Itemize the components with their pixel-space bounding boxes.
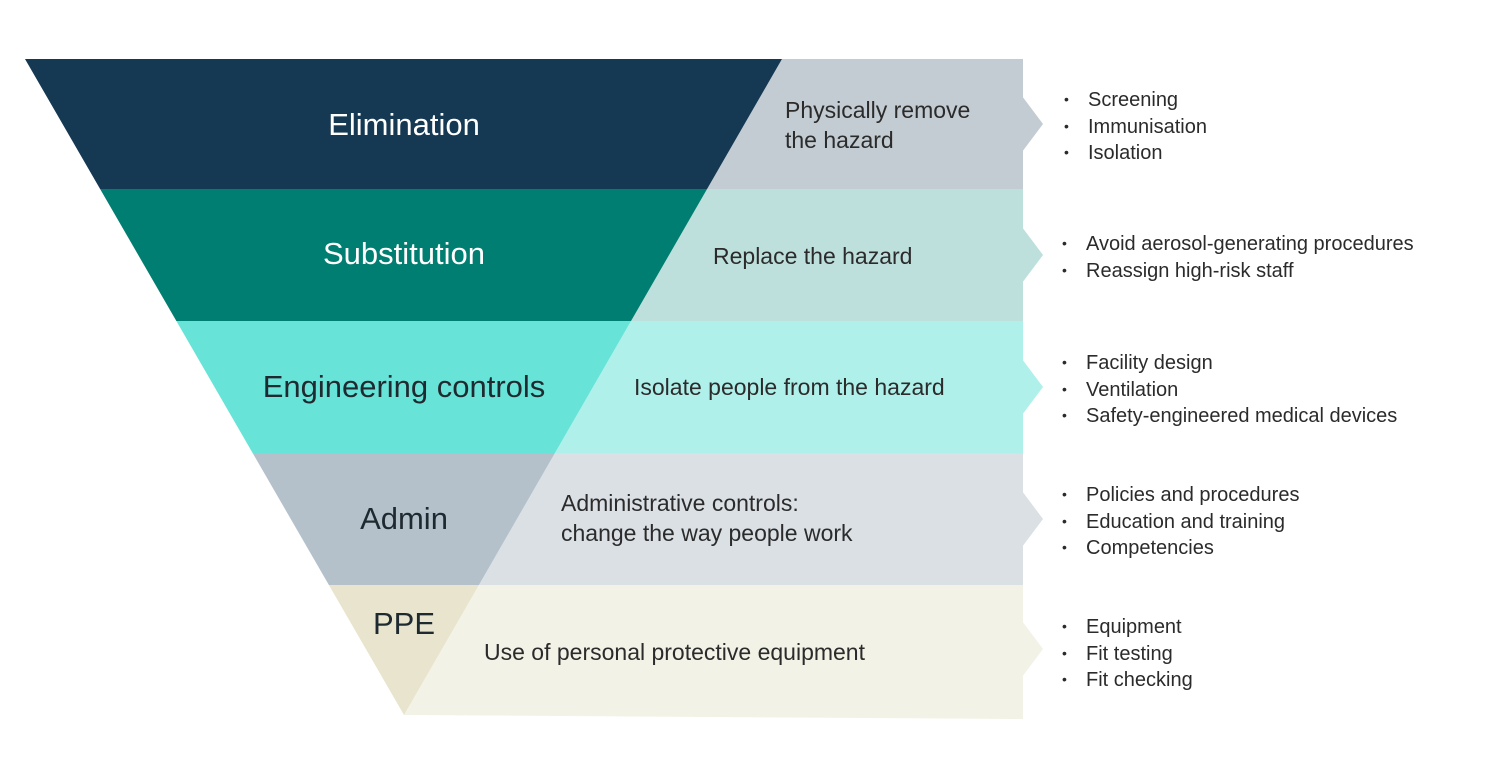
bullet-icon: •	[1062, 512, 1067, 529]
tier-pointer-elimination	[1022, 96, 1043, 152]
tier-panel-substitution	[631, 189, 1023, 321]
example-text: Equipment	[1086, 616, 1182, 638]
example-text: Policies and procedures	[1086, 484, 1300, 506]
tier-description-engineering-controls: Isolate people from the hazard	[634, 374, 945, 400]
examples-list-elimination: • Screening • Immunisation • Isolation	[1064, 87, 1207, 167]
example-text: Isolation	[1088, 142, 1163, 164]
tier-name-substitution: Substitution	[323, 236, 485, 271]
list-item: • Policies and procedures	[1062, 482, 1299, 509]
example-text: Facility design	[1086, 352, 1213, 374]
example-text: Fit testing	[1086, 642, 1173, 665]
list-item: • Screening	[1064, 87, 1207, 114]
bullet-icon: •	[1062, 618, 1067, 634]
tier-name-admin: Admin	[360, 501, 448, 536]
list-item: • Reassign high-risk staff	[1062, 258, 1414, 285]
example-text: Competencies	[1086, 537, 1214, 559]
example-text: Education and training	[1086, 510, 1286, 533]
example-text: Immunisation	[1088, 115, 1207, 138]
tier-panel-ppe	[404, 585, 1023, 719]
tier-pointer-engineering-controls	[1022, 359, 1043, 415]
examples-list-ppe: • Equipment • Fit testing • Fit checking	[1062, 614, 1193, 694]
tier-pointer-substitution	[1022, 227, 1043, 283]
tier-description-admin: Administrative controls:	[561, 490, 799, 516]
tier-description-admin: change the way people work	[561, 520, 853, 546]
tier-segment-ppe	[328, 585, 479, 715]
example-text: Fit checking	[1086, 669, 1193, 691]
tier-segment-substitution	[100, 189, 708, 321]
example-text: Ventilation	[1086, 378, 1179, 401]
bullet-icon: •	[1064, 117, 1069, 134]
bullet-icon: •	[1062, 539, 1067, 555]
example-text: Safety-engineered medical devices	[1086, 405, 1398, 427]
tier-description-substitution: Replace the hazard	[713, 243, 912, 269]
list-item: • Equipment	[1062, 614, 1193, 641]
tier-name-elimination: Elimination	[328, 107, 480, 142]
list-item: • Fit checking	[1062, 667, 1193, 694]
list-item: • Isolation	[1064, 140, 1207, 167]
list-item: • Education and training	[1062, 509, 1299, 536]
list-item: • Ventilation	[1062, 377, 1397, 404]
example-text: Reassign high-risk staff	[1086, 259, 1294, 282]
tier-description-elimination: Physically remove	[785, 97, 970, 123]
tier-description-ppe: Use of personal protective equipment	[484, 639, 866, 665]
bullet-icon: •	[1062, 354, 1067, 370]
bullet-icon: •	[1062, 486, 1067, 502]
example-text: Avoid aerosol-generating procedures	[1086, 233, 1414, 255]
tier-description-elimination: the hazard	[785, 127, 894, 153]
example-text: Screening	[1088, 89, 1179, 111]
list-item: • Facility design	[1062, 350, 1397, 377]
list-item: • Immunisation	[1064, 114, 1207, 141]
tier-name-ppe: PPE	[373, 606, 435, 641]
bullet-icon: •	[1064, 91, 1069, 107]
bullet-icon: •	[1064, 144, 1069, 160]
bullet-icon: •	[1062, 380, 1067, 397]
tier-segment-engineering-controls	[176, 321, 632, 453]
tier-segment-elimination	[25, 59, 782, 189]
tier-panel-admin	[478, 453, 1023, 585]
list-item: • Fit testing	[1062, 641, 1193, 668]
list-item: • Avoid aerosol-generating procedures	[1062, 231, 1414, 258]
examples-list-substitution: • Avoid aerosol-generating procedures • Rea…	[1062, 231, 1414, 284]
examples-list-engineering-controls: • Facility design • Ventilation • Safety-engi…	[1062, 350, 1397, 430]
tier-pointer-ppe	[1022, 621, 1043, 677]
tier-pointer-admin	[1022, 491, 1043, 547]
list-item: • Safety-engineered medical devices	[1062, 403, 1397, 430]
bullet-icon: •	[1062, 671, 1067, 687]
bullet-icon: •	[1062, 407, 1067, 423]
examples-list-admin: • Policies and procedures • Education and t…	[1062, 482, 1299, 562]
tier-panel-elimination	[707, 59, 1023, 189]
bullet-icon: •	[1062, 235, 1067, 251]
list-item: • Competencies	[1062, 535, 1299, 562]
tier-panel-engineering-controls	[554, 321, 1023, 453]
bullet-icon: •	[1062, 261, 1067, 278]
tier-name-engineering-controls: Engineering controls	[263, 369, 546, 404]
tier-segment-admin	[252, 453, 555, 585]
bullet-icon: •	[1062, 644, 1067, 661]
